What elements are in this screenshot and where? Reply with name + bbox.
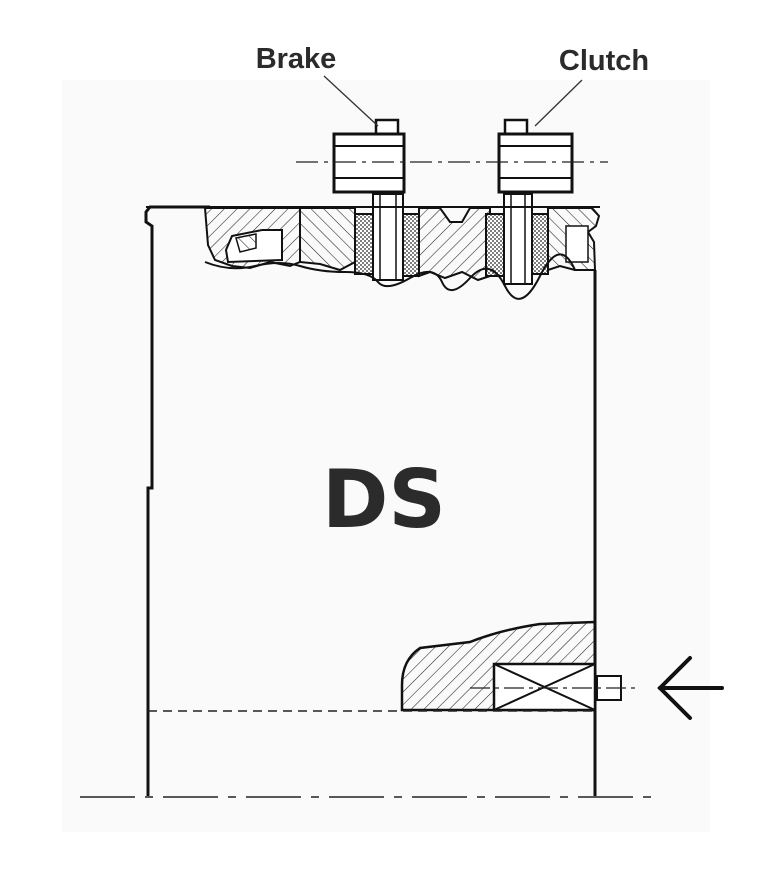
lower-right-section (400, 620, 640, 712)
clutch-label: Clutch (559, 45, 649, 77)
brake-label: Brake (256, 43, 337, 75)
center-label: DS (322, 453, 446, 546)
top-section (146, 193, 601, 300)
top-mid-hatched-block (299, 207, 356, 272)
clutch-cap (503, 118, 529, 136)
arrow-left-icon (657, 656, 724, 720)
seal-insert (235, 233, 257, 253)
mid-friction-pack-right (485, 213, 505, 277)
brake-actuator (332, 118, 406, 194)
brake-friction-pack (354, 213, 374, 275)
brake-leader (323, 75, 379, 127)
brake-shaft-section (372, 193, 404, 281)
bottom-break-line (204, 253, 595, 300)
clutch-housing (497, 132, 574, 194)
brake-cap (374, 118, 400, 136)
brake-housing (332, 132, 406, 194)
clutch-leader (534, 79, 583, 127)
mid-friction-pack-left (402, 213, 420, 277)
clutch-actuator (497, 118, 574, 194)
